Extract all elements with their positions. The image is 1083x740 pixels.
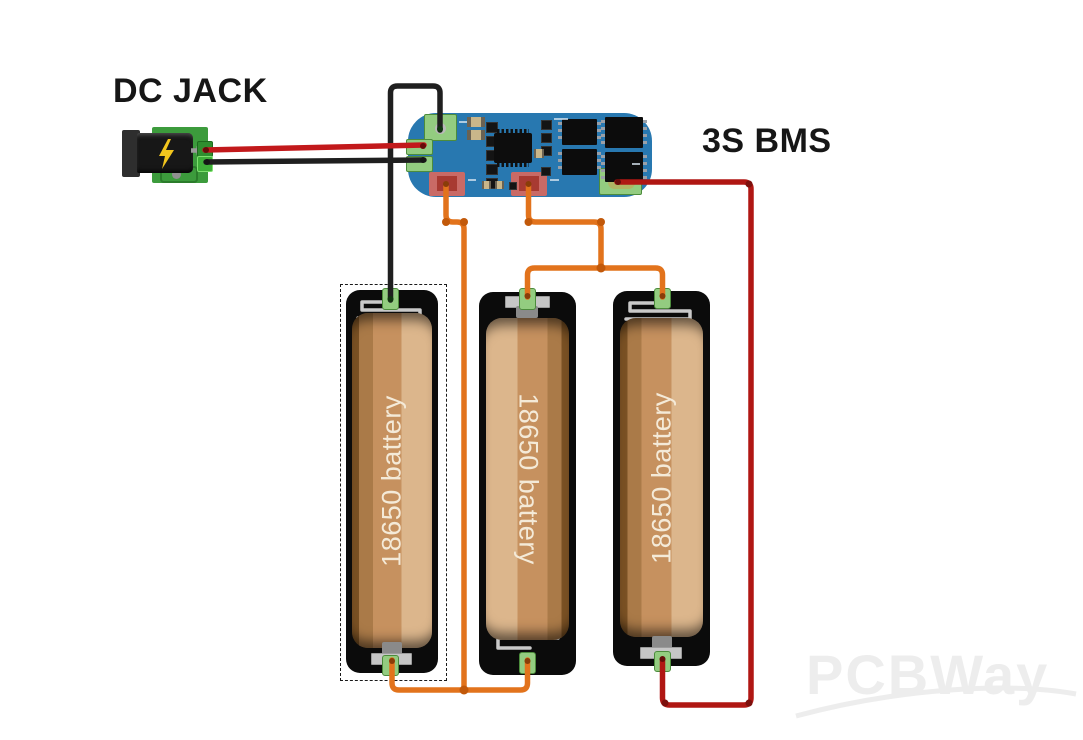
positive-nub: [652, 636, 672, 650]
capacitor: [541, 167, 551, 176]
dc-jack-component[interactable]: [118, 124, 213, 186]
silkscreen-mark: [632, 163, 640, 165]
bms-label: 3S BMS: [702, 122, 832, 160]
resistor: [467, 130, 485, 140]
mosfet-chip: [558, 149, 601, 175]
protection-ic-chip: [494, 129, 532, 167]
battery-1[interactable]: 18650 battery: [346, 288, 438, 676]
battery-label: 18650 battery: [376, 394, 407, 567]
battery-2[interactable]: 18650 battery: [479, 288, 576, 675]
resistor: [482, 181, 491, 189]
battery-cell: 18650 battery: [486, 318, 569, 640]
ic-pins: [497, 129, 529, 133]
silkscreen-mark: [459, 121, 467, 123]
battery-3[interactable]: 18650 battery: [613, 288, 710, 672]
capacitor: [486, 164, 498, 175]
wire-bat2-bat3-link[interactable]: [524, 265, 666, 300]
silkscreen-mark: [554, 118, 568, 120]
mosfet-chip: [601, 117, 647, 148]
ic-pins: [497, 163, 529, 167]
wire-bms-b1-tap[interactable]: [443, 183, 467, 693]
watermark-swoosh-line: [795, 685, 1077, 719]
battery-cell: 18650 battery: [352, 313, 432, 648]
resistor: [495, 181, 504, 189]
wire-dcjack-negative[interactable]: [203, 157, 427, 165]
battery-label: 18650 battery: [646, 391, 676, 564]
positive-nub: [382, 642, 402, 656]
battery-label: 18650 battery: [513, 393, 543, 565]
mosfet-chip: [601, 152, 647, 182]
silkscreen-mark: [550, 179, 559, 181]
capacitor: [509, 182, 517, 190]
dc-jack-flange: [122, 130, 140, 177]
dc-jack-pin-icon: [191, 146, 201, 155]
dc-jack-trace-pad: [172, 170, 181, 179]
wire-dcjack-positive[interactable]: [202, 142, 427, 153]
capacitor: [541, 120, 552, 130]
resistor: [534, 149, 544, 158]
wire-battery1-neg-to-bms[interactable]: [387, 83, 443, 303]
dc-jack-label: DC JACK: [113, 72, 268, 110]
wire-bms-b2-tap[interactable]: [525, 183, 604, 271]
mosfet-chip: [558, 119, 601, 145]
lightning-bolt-icon: [159, 139, 174, 169]
capacitor: [486, 122, 498, 133]
capacitor: [541, 133, 552, 143]
resistor: [467, 117, 485, 127]
pcbway-watermark: PCBWay: [806, 643, 1050, 706]
silkscreen-mark: [468, 179, 476, 181]
battery-cell: 18650 battery: [620, 318, 703, 637]
